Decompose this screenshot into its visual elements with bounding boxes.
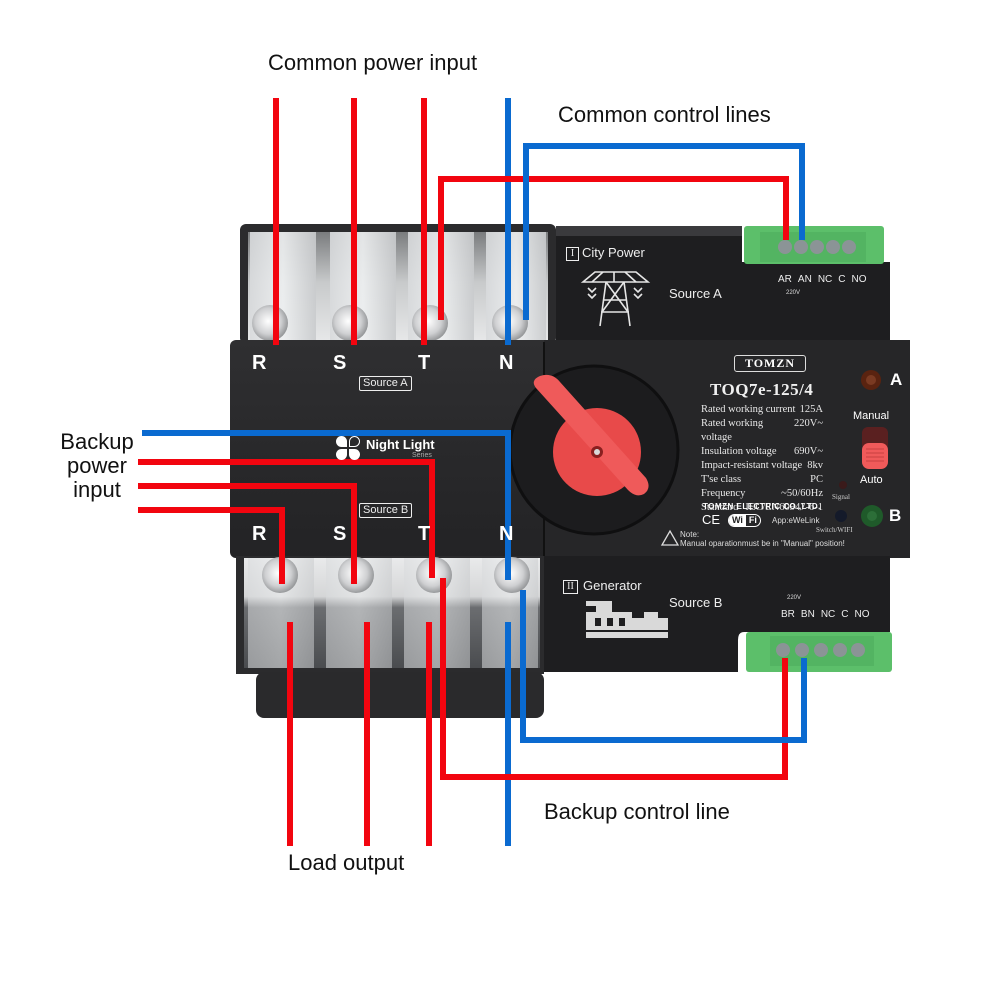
bottom-panel-source: Source B bbox=[669, 595, 723, 610]
terminal-label-a-t: T bbox=[418, 352, 431, 374]
source-b-led-label: B bbox=[889, 506, 902, 525]
wire-backup-s bbox=[138, 483, 357, 584]
power-tower-icon bbox=[580, 271, 651, 327]
model-number: TOQ7e-125/4 bbox=[710, 380, 814, 399]
wifi-badge-icon: Wi Fi bbox=[728, 514, 761, 527]
warning-icon bbox=[660, 529, 680, 546]
terminal-label-a-r: R bbox=[252, 352, 267, 374]
wire-backup-r bbox=[138, 507, 285, 584]
terminal-label-b-r: R bbox=[252, 523, 267, 545]
switch-wifi-label: Switch/WIFI bbox=[816, 526, 853, 534]
terminal-label-a-n: N bbox=[499, 352, 514, 374]
caption-backup-control-line: Backup control line bbox=[544, 799, 730, 824]
ce-mark-icon: CE bbox=[702, 512, 721, 527]
bottom-control-module bbox=[544, 556, 890, 672]
note-text: Manual oparationmust be in "Manual" posi… bbox=[680, 539, 845, 548]
top-panel-source: Source A bbox=[669, 286, 722, 301]
caption-backup-power-input: Backup power input bbox=[60, 429, 134, 502]
source-a-terminal-housing bbox=[240, 224, 556, 344]
brand-logo: TOMZN bbox=[734, 355, 806, 372]
source-a-tag: Source A bbox=[359, 376, 412, 391]
wire-control-a-live bbox=[438, 176, 789, 320]
mode-toggle-switch[interactable] bbox=[862, 443, 888, 469]
terminal-label-b-s: S bbox=[333, 523, 347, 545]
caption-common-control-lines: Common control lines bbox=[558, 102, 771, 127]
top-panel-terminal-labels: AR AN NC C NO bbox=[778, 274, 867, 285]
top-panel-voltage: 220V bbox=[786, 290, 801, 296]
wire-backup-t bbox=[138, 459, 435, 578]
spec-row: Frequency~50/60Hz bbox=[701, 488, 823, 499]
app-name: App:eWeLink bbox=[772, 516, 820, 525]
signal-label: Signal bbox=[832, 493, 850, 501]
night-light-logo-icon bbox=[336, 436, 362, 462]
generator-icon bbox=[586, 601, 668, 638]
company-name: TOMZN ELECTRIC CO.,LTD. bbox=[703, 502, 821, 511]
control-terminal-block-a bbox=[744, 226, 884, 264]
terminal-label-b-t: T bbox=[418, 523, 431, 545]
terminal-label-b-n: N bbox=[499, 523, 514, 545]
source-b-tag: Source B bbox=[359, 503, 413, 518]
bottom-panel-voltage: 220V bbox=[787, 595, 802, 601]
terminal-label-a-s: S bbox=[333, 352, 347, 374]
bottom-panel-roman: II bbox=[563, 580, 578, 594]
note-title: Note: bbox=[680, 530, 700, 539]
bottom-panel-terminal-labels: BR BN NC C NO bbox=[781, 609, 870, 620]
control-terminal-block-b bbox=[746, 632, 892, 672]
wire-control-b-neutral bbox=[520, 590, 807, 743]
wire-control-a-neutral bbox=[523, 143, 805, 320]
signal-led bbox=[839, 481, 847, 489]
source-b-terminal-housing bbox=[236, 556, 544, 718]
series-sub-text: Series bbox=[412, 452, 432, 459]
switch-wifi-button[interactable] bbox=[835, 510, 847, 522]
source-a-led-label: A bbox=[890, 370, 903, 389]
mode-label-manual: Manual bbox=[853, 410, 890, 422]
series-logo-text: Night Light bbox=[366, 437, 435, 452]
top-control-module bbox=[556, 226, 890, 344]
caption-common-power-input: Common power input bbox=[268, 50, 478, 75]
bottom-panel-title: Generator bbox=[583, 578, 642, 593]
rotary-switch-handle[interactable] bbox=[508, 364, 680, 536]
caption-load-output: Load output bbox=[288, 850, 405, 875]
top-panel-title: City Power bbox=[582, 245, 645, 260]
top-panel-roman: I bbox=[566, 247, 579, 261]
mode-label-auto: Auto bbox=[860, 474, 883, 486]
wire-backup-n bbox=[142, 430, 511, 580]
wire-control-b-live bbox=[440, 578, 788, 780]
